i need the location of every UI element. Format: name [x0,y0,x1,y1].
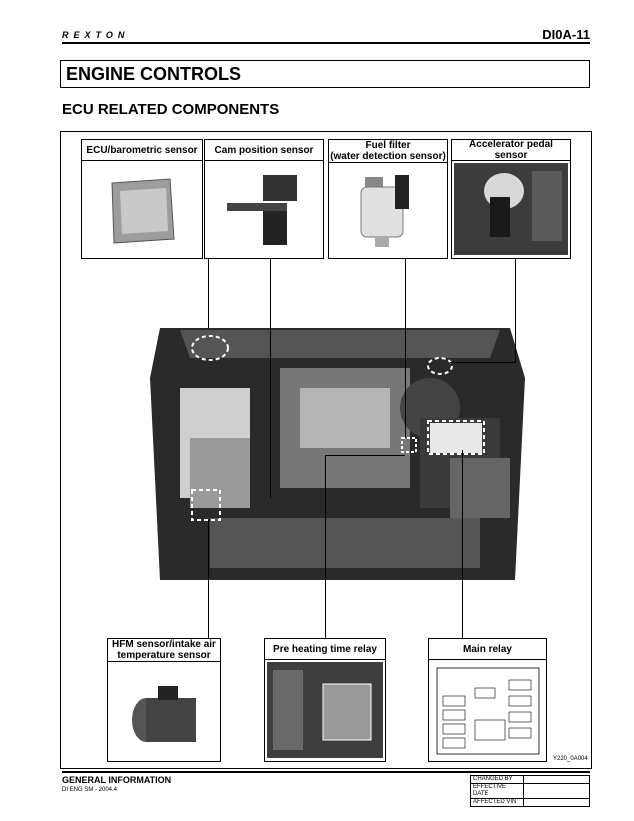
cam-label: Cam position sensor [205,140,323,161]
leader-line [462,450,463,638]
hfm-sensor-image [132,686,196,742]
leader-line [270,258,271,498]
revision-table: CHANGED BY EFFECTIVE DATE AFFECTED VIN [470,775,590,807]
fuel-filter-card: Fuel filter (water detection sensor) [328,139,448,259]
preheat-card: Pre heating time relay [264,638,386,762]
relay-box-diagram [436,667,540,755]
changed-by-label: CHANGED BY [470,775,524,784]
header-rule [62,42,590,44]
leader-line [325,455,405,456]
fuel-filter-label-line2: (water detection sensor) [330,151,446,162]
engine-bay-photo [150,318,525,580]
affected-vin-value [523,798,590,807]
footer-title: GENERAL INFORMATION [62,775,172,785]
brand-logo: REXTON [62,30,130,40]
changed-by-value [523,775,590,784]
section-title-box [60,60,590,88]
leader-line [208,520,209,638]
ecu-card: ECU/barometric sensor [81,139,203,259]
leader-line [515,258,516,362]
accel-label: Accelerator pedal sensor [452,139,570,161]
effective-date-label: EFFECTIVE DATE [470,783,524,799]
affected-vin-label: AFFECTED VIN [470,798,524,807]
hfm-label-line1: HFM sensor/intake air [112,639,216,650]
ecu-label: ECU/barometric sensor [82,140,202,161]
main-relay-card: Main relay [428,638,547,762]
accel-card: Accelerator pedal sensor [451,139,571,259]
ecu-image [111,178,175,244]
subheading: ECU RELATED COMPONENTS [62,101,280,118]
fuel-filter-label-line1: Fuel filter [365,140,411,151]
preheat-label: Pre heating time relay [265,639,385,660]
fuel-filter-image [360,175,409,247]
page-code: DI0A-11 [542,27,590,42]
effective-date-value [523,783,590,799]
section-title: ENGINE CONTROLS [66,64,242,84]
hfm-card: HFM sensor/intake air temperature sensor [107,638,221,762]
leader-line [325,455,326,638]
accel-pedal-image [454,163,568,255]
leader-line [405,258,406,438]
figure-frame [60,131,592,769]
leader-line [208,258,209,328]
leader-line [450,362,516,363]
preheat-relay-image [267,662,383,758]
figure-code: Y220_0A004 [553,756,588,762]
cam-sensor-image [227,175,297,245]
main-relay-label: Main relay [429,639,546,660]
hfm-label-line2: temperature sensor [117,650,211,661]
cam-card: Cam position sensor [204,139,324,259]
footer-rule [62,771,590,773]
footer-subtitle: DI ENG SM - 2004.4 [62,787,118,793]
